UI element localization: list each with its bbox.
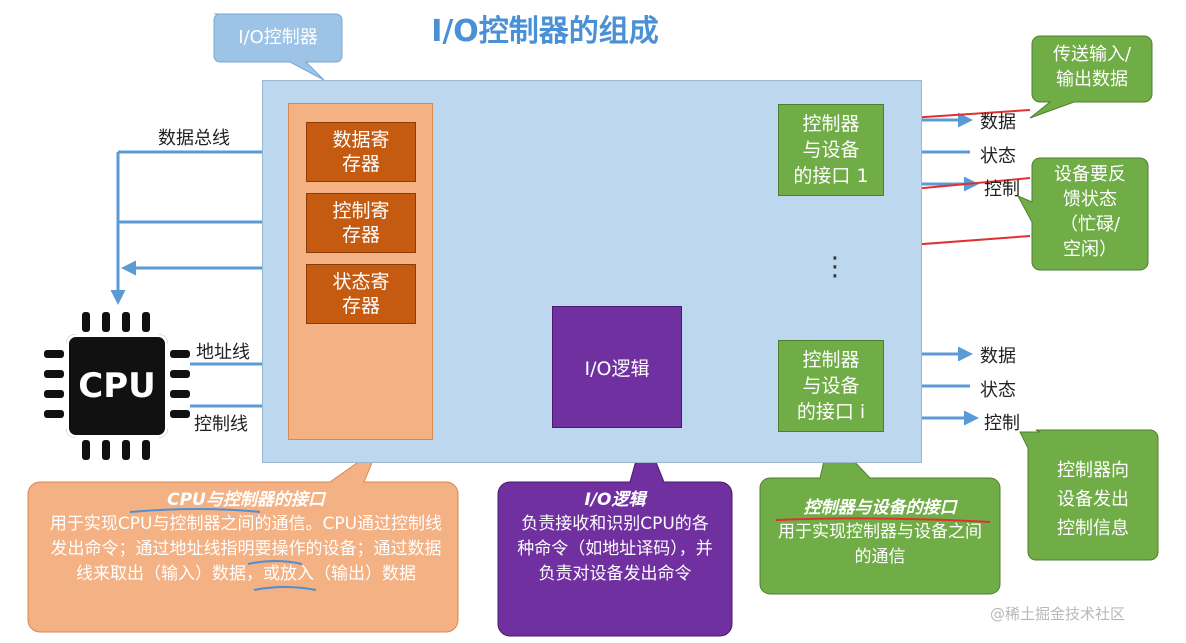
cpu-chip-icon <box>44 312 190 460</box>
io-logic-callout-body: 负责接收和识别CPU的各种命令（如地址译码），并负责对设备发出命令 <box>517 514 713 584</box>
cpu-label: CPU <box>66 334 168 438</box>
control-info-callout-bubble <box>1019 429 1159 561</box>
device-1-status-label: 状态 <box>980 146 1016 167</box>
feedback-callout-bubble <box>1016 157 1149 271</box>
device-i-control-label: 控制 <box>984 413 1020 434</box>
status-register: 状态寄 存器 <box>306 264 416 324</box>
device-i-status-label: 状态 <box>980 380 1016 401</box>
cpu-interface-callout-title: CPU与控制器的接口 <box>167 490 325 510</box>
interface-ellipsis: ⋮ <box>822 252 848 282</box>
device-i-data-label: 数据 <box>980 346 1016 367</box>
device-interface-callout-body: 用于实现控制器与设备之间的通信 <box>778 522 982 567</box>
device-interface-1: 控制器 与设备 的接口 1 <box>778 104 884 196</box>
io-logic-callout-title: I/O逻辑 <box>584 490 646 510</box>
io-logic-callout-bubble <box>497 430 733 637</box>
io-logic-block: I/O逻辑 <box>552 306 682 428</box>
device-interface-callout-bubble <box>759 434 1001 595</box>
page-title: I/O控制器的组成 <box>431 14 659 49</box>
device-1-control-label: 控制 <box>984 179 1020 200</box>
cpu-interface-callout-body: 用于实现CPU与控制器之间的通信。CPU通过控制线发出命令；通过地址线指明要操作… <box>49 514 443 584</box>
device-1-data-label: 数据 <box>980 112 1016 133</box>
controller-tag: I/O控制器 <box>238 27 318 48</box>
cpu-interface-callout: CPU与控制器的接口 用于实现CPU与控制器之间的通信。CPU通过控制线发出命令… <box>36 488 456 628</box>
cpu-interface-callout-bubble <box>27 446 459 633</box>
transfer-callout-bubble <box>1029 35 1153 119</box>
control-info-callout: 控制器向 设备发出 控制信息 <box>1057 460 1129 539</box>
device-interface-i: 控制器 与设备 的接口 i <box>778 340 884 432</box>
control-register: 控制寄 存器 <box>306 193 416 253</box>
address-line-label: 地址线 <box>196 342 250 363</box>
transfer-callout: 传送输入/ 输出数据 <box>1052 44 1132 90</box>
device-interface-callout: 控制器与设备的接口 用于实现控制器与设备之间的通信 <box>764 496 996 588</box>
data-bus-label: 数据总线 <box>158 128 230 149</box>
io-logic-callout: I/O逻辑 负责接收和识别CPU的各种命令（如地址译码），并负责对设备发出命令 <box>502 488 728 630</box>
device-interface-callout-title: 控制器与设备的接口 <box>803 498 957 518</box>
watermark: @稀土掘金技术社区 <box>990 605 1126 623</box>
control-line-label: 控制线 <box>194 414 248 435</box>
data-register: 数据寄 存器 <box>306 122 416 182</box>
feedback-callout: 设备要反 馈状态 （忙碌/ 空闲） <box>1054 164 1126 260</box>
